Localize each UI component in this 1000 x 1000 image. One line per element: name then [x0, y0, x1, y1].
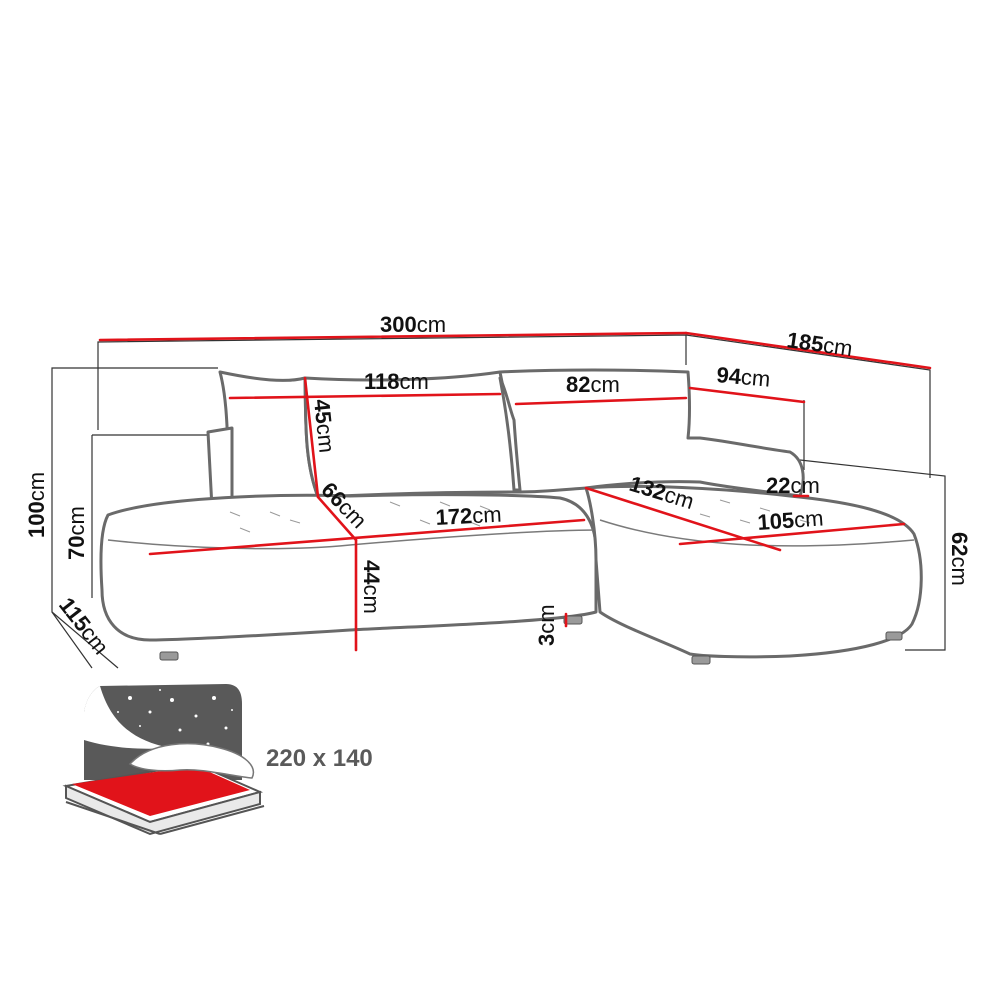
- label-leg-height: 3cm: [534, 604, 559, 646]
- foot: [159, 651, 179, 661]
- line-132: [584, 486, 782, 552]
- seat-tufting: [229, 495, 811, 533]
- mattress-red: [72, 766, 250, 816]
- line-66: [316, 495, 358, 542]
- line-185: [684, 331, 932, 370]
- height-guide: [51, 367, 218, 669]
- label-cushion-right: 82cm: [566, 372, 620, 397]
- line-118: [228, 392, 502, 400]
- label-chaise-back: 94cm: [716, 362, 772, 392]
- label-chaise-width: 105cm: [757, 505, 825, 535]
- label-total-height: 100cm: [24, 472, 49, 538]
- measurement-lines: [98, 331, 932, 652]
- line-300: [98, 331, 688, 342]
- left-back-cushion: [218, 370, 320, 505]
- side-depth-guide: [51, 611, 119, 669]
- duvet: [128, 742, 255, 779]
- label-cushion-left: 118cm: [364, 369, 429, 394]
- foot: [691, 655, 711, 665]
- moon-shape: [84, 686, 170, 749]
- label-seat-width: 172cm: [435, 502, 502, 530]
- line-82: [514, 396, 688, 406]
- chaise-seat: [584, 484, 923, 659]
- line-45: [303, 376, 320, 499]
- label-cushion-height: 45cm: [309, 398, 339, 454]
- sleeping-function-icon: 220 x 140: [62, 684, 373, 836]
- label-total-width: 300cm: [380, 312, 446, 337]
- chaise-height-guide: [799, 459, 946, 651]
- label-total-depth: 185cm: [785, 327, 854, 361]
- label-seat-height: 44cm: [359, 560, 384, 614]
- line-172: [148, 518, 586, 556]
- line-94: [688, 386, 806, 404]
- foot: [885, 631, 903, 641]
- label-chaise-height: 62cm: [947, 532, 972, 586]
- foot: [563, 615, 583, 625]
- bolster: [498, 376, 522, 492]
- label-armrest-height: 22cm: [766, 473, 820, 498]
- line-105: [678, 522, 906, 546]
- label-back-height: 70cm: [64, 506, 89, 560]
- guide-lines: [51, 334, 946, 669]
- sleeping-area-label: 220 x 140: [266, 745, 373, 772]
- main-seat: [99, 493, 598, 642]
